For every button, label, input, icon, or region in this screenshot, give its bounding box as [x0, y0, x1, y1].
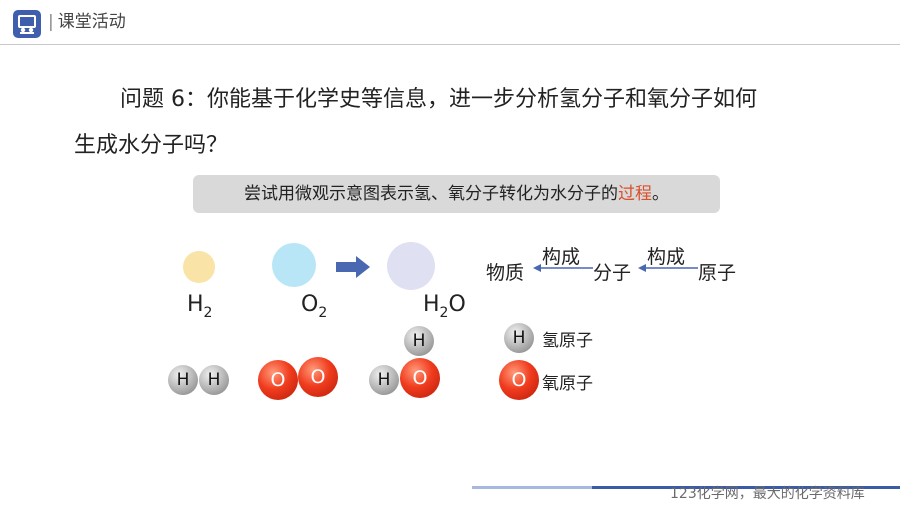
- footer-divider-accent: [472, 486, 592, 489]
- hydrogen-atom: H: [404, 326, 434, 356]
- relation-compose-1: 构成: [542, 246, 581, 268]
- water-molecule-circle: [387, 242, 435, 290]
- h2-formula: H2: [187, 292, 213, 321]
- relation-molecule: 分子: [593, 262, 632, 284]
- hint-highlight: 过程: [618, 184, 652, 204]
- footer-divider: [472, 486, 900, 489]
- relation-matter: 物质: [486, 262, 525, 284]
- footer-watermark: 123化学网，最大的化学资料库: [670, 486, 865, 502]
- reaction-arrow-icon: [336, 256, 370, 278]
- oxygen-atom: O: [298, 357, 338, 397]
- hydrogen-atom: H: [168, 365, 198, 395]
- relation-atom: 原子: [698, 262, 737, 284]
- h2o-formula: H2O: [423, 292, 466, 321]
- relation-compose-2: 构成: [647, 246, 686, 268]
- question-line-2: 生成水分子吗？: [74, 133, 229, 158]
- legend-oxygen-atom: O: [499, 360, 539, 400]
- hint-end: 。: [652, 184, 669, 204]
- oxygen-atom: O: [400, 358, 440, 398]
- o2-formula: O2: [301, 292, 328, 321]
- legend-hydrogen-label: 氢原子: [542, 331, 593, 351]
- hydrogen-atom: H: [199, 365, 229, 395]
- oxygen-molecule-circle: [272, 243, 316, 287]
- hydrogen-atom: H: [369, 365, 399, 395]
- classroom-logo-icon: [13, 10, 41, 38]
- header-bar: |课堂活动: [0, 0, 900, 44]
- hydrogen-molecule-circle: [183, 251, 215, 283]
- hint-box: 尝试用微观示意图表示氢、氧分子转化为水分子的过程。: [193, 175, 720, 213]
- relation-arrow-2-icon: [638, 264, 698, 272]
- legend-hydrogen-atom: H: [504, 323, 534, 353]
- section-title: |课堂活动: [48, 12, 126, 32]
- oxygen-atom: O: [258, 360, 298, 400]
- legend-oxygen-label: 氧原子: [542, 374, 593, 394]
- relation-arrow-1-icon: [533, 264, 593, 272]
- question-line-1: 问题 6：你能基于化学史等信息，进一步分析氢分子和氧分子如何: [120, 87, 757, 112]
- hint-text: 尝试用微观示意图表示氢、氧分子转化为水分子的: [244, 184, 618, 204]
- header-divider: [0, 44, 900, 45]
